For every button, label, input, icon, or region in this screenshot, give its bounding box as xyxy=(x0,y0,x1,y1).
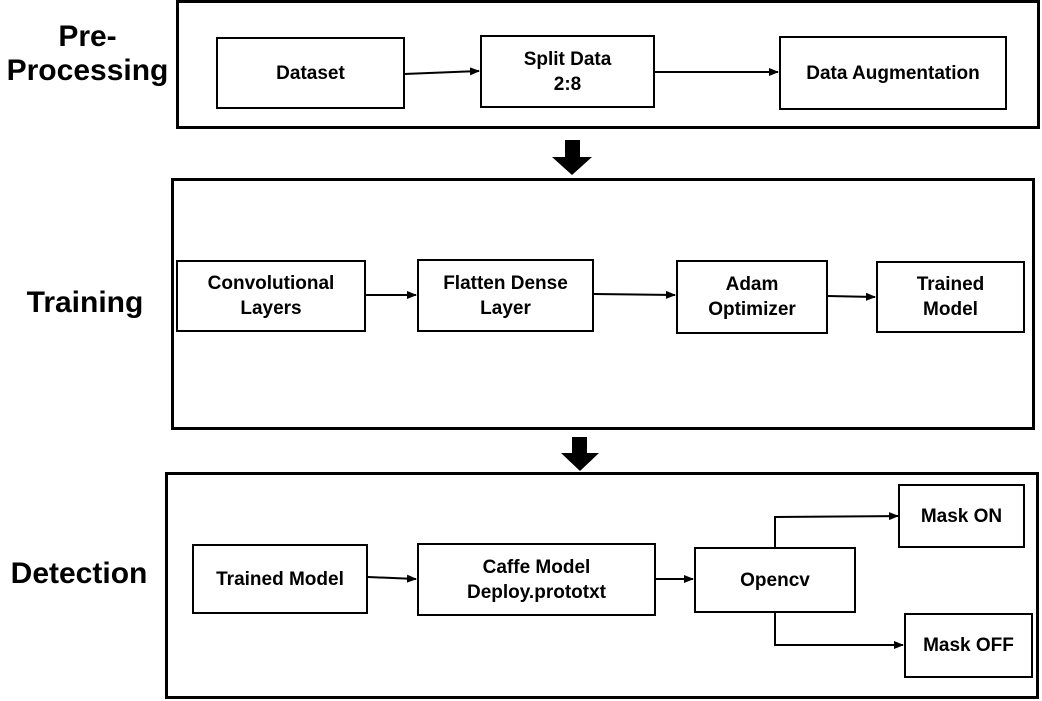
split-data-box: Split Data 2:8 xyxy=(480,35,655,108)
dataset-box: Dataset xyxy=(216,37,405,109)
data-augmentation-box: Data Augmentation xyxy=(779,36,1007,110)
mask-on-box: Mask ON xyxy=(898,484,1025,548)
trained-model-box: Trained Model xyxy=(876,261,1025,333)
stage-arrow-down-1 xyxy=(552,140,592,175)
stage-label-preprocessing: Pre- Processing xyxy=(6,20,169,87)
stage-label-detection: Detection xyxy=(10,557,148,590)
adam-optimizer-box: Adam Optimizer xyxy=(676,260,828,334)
mask-off-box: Mask OFF xyxy=(904,613,1033,678)
caffe-model-box: Caffe Model Deploy.prototxt xyxy=(417,543,656,616)
stage-label-training: Training xyxy=(26,286,144,319)
flatten-dense-layer-box: Flatten Dense Layer xyxy=(417,259,594,332)
stage-arrow-down-2 xyxy=(561,437,599,471)
detection-trained-model-box: Trained Model xyxy=(192,544,368,614)
opencv-box: Opencv xyxy=(694,547,856,613)
convolutional-layers-box: Convolutional Layers xyxy=(176,260,366,332)
